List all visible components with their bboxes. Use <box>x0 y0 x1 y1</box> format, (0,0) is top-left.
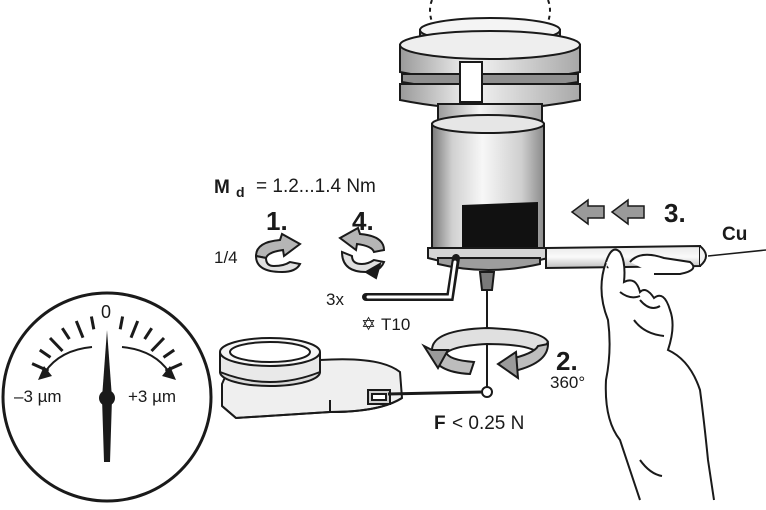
gauge-zero-label: 0 <box>101 302 111 322</box>
gauge-tick <box>74 320 85 339</box>
gauge-tick <box>143 327 153 340</box>
dial-indicator-device <box>219 337 483 420</box>
gauge-tick <box>129 320 140 339</box>
gauge-tick <box>162 348 176 359</box>
material-label: Cu <box>722 224 747 245</box>
push-arrows-icon <box>570 198 645 226</box>
step-4: 4. <box>338 206 386 280</box>
repeat-label: 3x <box>326 290 344 309</box>
torque-value: = 1.2...1.4 Nm <box>256 176 376 197</box>
rotate-counterclockwise-icon <box>338 226 386 280</box>
gauge-tick <box>89 316 96 330</box>
gauge-tick <box>38 348 52 359</box>
step-3: 3. <box>570 198 686 228</box>
gauge-minus-label: –3 µm <box>14 387 62 406</box>
torx-star-icon: ✡ <box>361 314 376 334</box>
quarter-turn-label: 1/4 <box>214 248 238 267</box>
rotate-clockwise-icon <box>254 232 302 274</box>
plus-arrow-icon <box>162 366 176 380</box>
torx-key: 3x ✡ T10 <box>326 254 460 334</box>
step-3-number: 3. <box>664 198 686 228</box>
rotation-label: 360° <box>550 373 585 392</box>
step-2: 2. 360° <box>421 326 585 392</box>
step-1: 1. 1/4 <box>214 206 302 274</box>
minus-direction-arc <box>44 346 93 373</box>
step-2-number: 2. <box>556 346 578 376</box>
torque-spec: M d = 1.2...1.4 Nm <box>214 176 376 200</box>
step-1-number: 1. <box>266 206 288 236</box>
rotation-360-icon <box>421 326 550 381</box>
gauge-hub <box>99 390 115 406</box>
force-value: < 0.25 N <box>452 413 524 434</box>
gauge-tick <box>48 336 64 353</box>
force-symbol: F <box>434 413 446 434</box>
force-spec: F < 0.25 N <box>434 413 524 434</box>
torque-subscript: d <box>236 184 245 200</box>
gauge-tick <box>61 327 71 340</box>
torque-symbol: M <box>214 177 230 198</box>
tool-label: T10 <box>381 315 410 334</box>
gauge-plus-label: +3 µm <box>128 387 176 406</box>
gauge-tick <box>118 316 125 330</box>
spindle-assembly <box>399 0 581 398</box>
gauge-tick <box>150 336 166 353</box>
minus-arrow-icon <box>38 366 52 380</box>
plus-direction-arc <box>121 346 170 373</box>
hand-illustration <box>600 248 715 501</box>
gauge-magnified: 0 –3 µm +3 µm <box>1 291 213 503</box>
